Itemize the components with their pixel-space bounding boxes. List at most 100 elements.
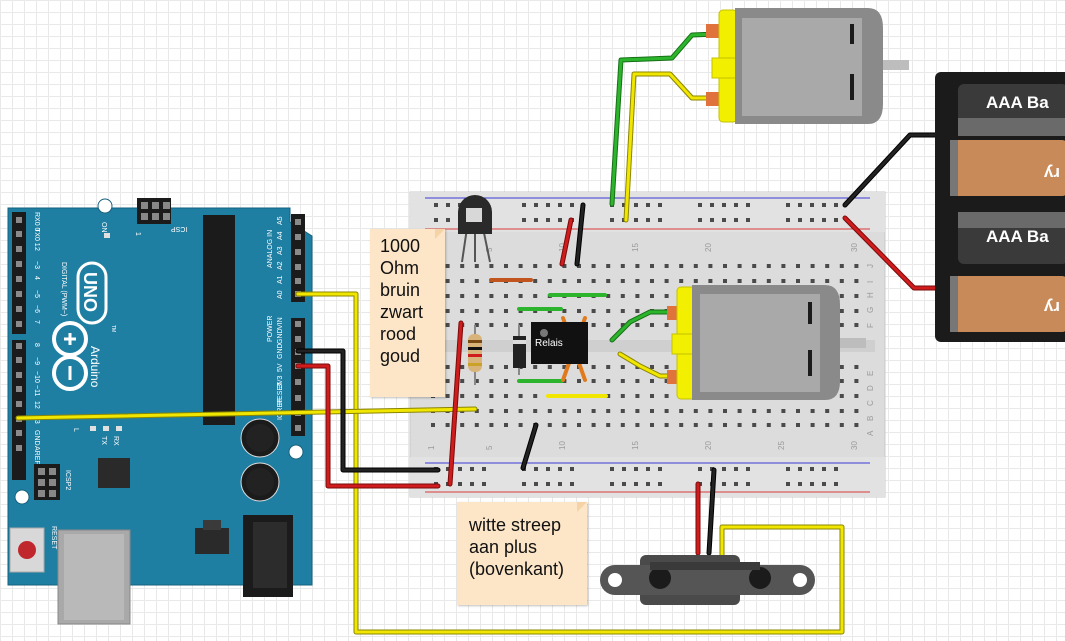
rail-hole bbox=[810, 467, 814, 471]
breadboard-hole bbox=[460, 379, 465, 383]
rail-hole bbox=[822, 482, 826, 486]
breadboard-hole bbox=[489, 423, 494, 427]
pin-label: TX0 1 bbox=[33, 228, 40, 247]
breadboard-hole bbox=[591, 409, 596, 413]
column-number: 25 bbox=[777, 441, 786, 450]
rail-hole bbox=[698, 467, 702, 471]
rail-hole bbox=[786, 203, 790, 207]
column-number: 5 bbox=[485, 445, 494, 450]
battery-label-flipped: ry bbox=[1043, 298, 1060, 317]
rail-hole bbox=[634, 218, 638, 222]
header-pin bbox=[295, 321, 301, 327]
breadboard-hole bbox=[577, 279, 581, 283]
breadboard-hole bbox=[752, 279, 757, 283]
breadboard-hole bbox=[562, 309, 567, 313]
tx-label: TX bbox=[100, 436, 107, 445]
breadboard-hole bbox=[460, 394, 465, 398]
breadboard-hole bbox=[650, 379, 654, 383]
breadboard-hole bbox=[547, 365, 552, 369]
rail-hole bbox=[734, 203, 738, 207]
reset-button[interactable] bbox=[9, 527, 45, 573]
rail-hole bbox=[610, 218, 614, 222]
header-pin bbox=[16, 372, 22, 378]
rail-hole bbox=[534, 467, 538, 471]
breadboard-hole bbox=[781, 279, 786, 283]
breadboard-hole bbox=[533, 294, 538, 298]
breadboard-hole bbox=[854, 365, 859, 369]
rail-hole bbox=[798, 482, 802, 486]
breadboard-hole bbox=[737, 409, 742, 413]
breadboard-hole bbox=[489, 365, 494, 369]
breadboard-hole bbox=[620, 294, 625, 298]
note-line: zwart bbox=[380, 302, 424, 322]
pin-label: ~3 bbox=[33, 261, 40, 269]
note-line: (bovenkant) bbox=[469, 559, 565, 579]
breadboard-hole bbox=[620, 409, 625, 413]
breadboard-hole bbox=[562, 279, 567, 283]
breadboard-hole bbox=[460, 423, 465, 427]
breadboard-hole bbox=[562, 365, 567, 369]
header-pin bbox=[16, 246, 22, 252]
pin-label: A0 bbox=[277, 290, 284, 299]
column-number: 20 bbox=[704, 441, 713, 450]
breadboard-hole bbox=[577, 379, 581, 383]
breadboard-hole bbox=[504, 423, 508, 427]
rail-hole bbox=[634, 203, 638, 207]
breadboard-hole bbox=[518, 264, 523, 268]
breadboard-hole bbox=[693, 423, 698, 427]
breadboard-hole bbox=[577, 264, 581, 268]
breadboard-hole bbox=[664, 279, 669, 283]
dc-motor-middle bbox=[667, 285, 866, 400]
note-line: aan plus bbox=[469, 537, 538, 557]
note-line: 1000 bbox=[380, 236, 421, 256]
breadboard-hole bbox=[445, 423, 450, 427]
rail-hole bbox=[786, 482, 790, 486]
rail-hole bbox=[446, 203, 450, 207]
breadboard-hole bbox=[839, 309, 844, 313]
analog-header-label: ANALOG IN bbox=[267, 230, 274, 268]
breadboard-row-letters: A B C D E F G H I J bbox=[866, 264, 875, 436]
breadboard-hole bbox=[445, 323, 450, 327]
breadboard-hole bbox=[445, 264, 450, 268]
column-number: 15 bbox=[631, 243, 640, 252]
breadboard-hole bbox=[518, 423, 523, 427]
breadboard-hole bbox=[723, 409, 727, 413]
rail-hole bbox=[558, 203, 562, 207]
breadboard-hole bbox=[460, 309, 465, 313]
breadboard-hole bbox=[664, 409, 669, 413]
pin-label: RESET bbox=[277, 381, 284, 405]
pin-label: A4 bbox=[277, 231, 284, 240]
breadboard-hole bbox=[708, 279, 713, 283]
rail-hole bbox=[534, 203, 538, 207]
column-number: 20 bbox=[704, 243, 713, 252]
breadboard-hole bbox=[635, 309, 640, 313]
breadboard-hole bbox=[723, 423, 727, 427]
breadboard-hole bbox=[839, 365, 844, 369]
rail-hole bbox=[622, 203, 626, 207]
rail-hole bbox=[482, 467, 486, 471]
breadboard-hole bbox=[854, 323, 859, 327]
row-letter: C bbox=[866, 400, 875, 406]
breadboard-hole bbox=[635, 294, 640, 298]
breadboard-hole bbox=[606, 294, 611, 298]
breadboard-hole bbox=[620, 264, 625, 268]
header-pin bbox=[16, 343, 22, 349]
pin-label: ~10 bbox=[33, 371, 40, 383]
breadboard-hole bbox=[489, 409, 494, 413]
breadboard-hole bbox=[620, 323, 625, 327]
trademark-text: TM bbox=[110, 325, 116, 332]
rail-hole bbox=[522, 203, 526, 207]
rail-hole bbox=[798, 218, 802, 222]
breadboard-hole bbox=[766, 423, 771, 427]
breadboard-hole bbox=[839, 423, 844, 427]
column-number: 5 bbox=[485, 247, 494, 252]
breadboard-hole bbox=[839, 264, 844, 268]
arduino-uno-board: RX0 0 TX0 1 2 ~3 4 ~5 ~6 7 8 ~9 ~10 ~11 … bbox=[7, 198, 313, 625]
rail-hole bbox=[834, 467, 838, 471]
breadboard-hole bbox=[825, 264, 830, 268]
pin-label: 8 bbox=[33, 343, 40, 347]
breadboard-hole bbox=[752, 423, 757, 427]
breadboard-hole bbox=[606, 309, 611, 313]
breadboard-hole bbox=[474, 379, 479, 383]
rail-hole bbox=[646, 203, 650, 207]
